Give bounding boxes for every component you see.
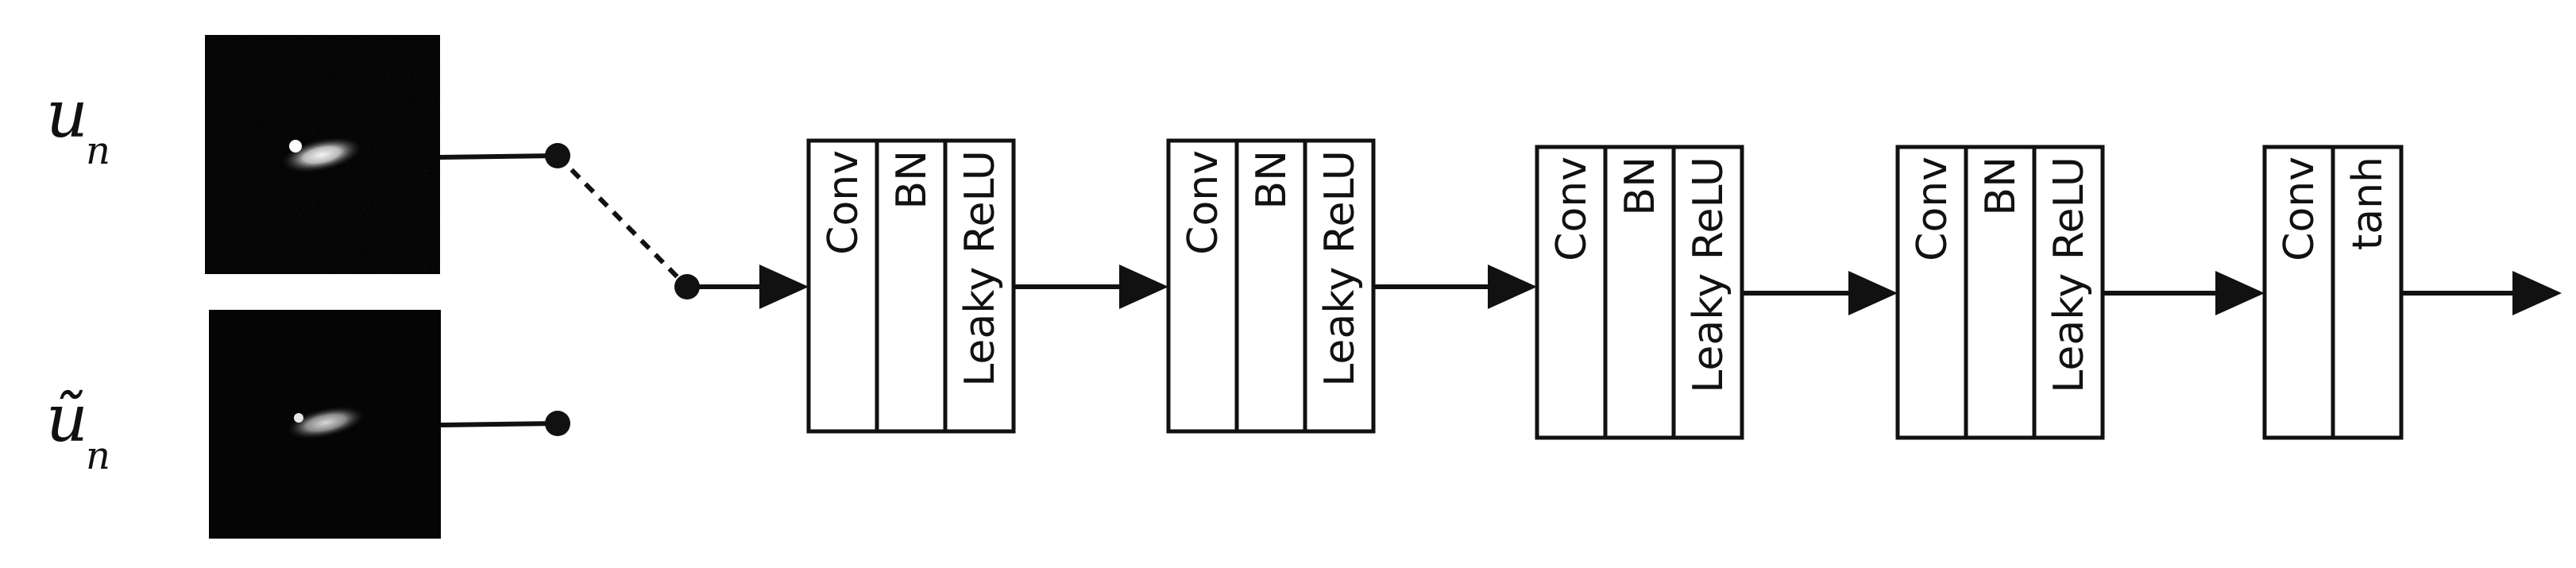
layer-cell: [1234, 138, 1307, 434]
network-arrows: [687, 265, 2562, 315]
layer-label: Conv: [2276, 156, 2323, 261]
input-image-noisy: [205, 35, 440, 274]
layer-cell: [2331, 145, 2404, 440]
input-subscript: n: [86, 434, 110, 478]
arrow-block-2-to-block-3: [1373, 265, 1537, 309]
layer-cell: [875, 138, 948, 434]
arrow-block-3-to-block-4: [1742, 271, 1898, 315]
input-symbol: ũ: [46, 381, 88, 457]
block-2: Conv BN Leaky ReLU: [1166, 138, 1376, 434]
layer-label: Conv: [1180, 150, 1227, 255]
arrow-block-4-to-block-5: [2103, 271, 2265, 315]
layer-label: BN: [1616, 156, 1664, 216]
arrow-head: [1848, 271, 1898, 315]
layer-label: BN: [1977, 156, 2025, 216]
layer-label: Conv: [820, 150, 867, 255]
network-blocks: Conv BN Leaky ReLU Conv BN Leaky ReLU Conv BN Le…: [806, 138, 2404, 440]
layer-cell: [1603, 145, 1676, 440]
arrow-head: [759, 265, 809, 309]
block-3: Conv BN Leaky ReLU: [1535, 145, 1744, 440]
layer-label: Conv: [1909, 156, 1956, 261]
arrow-output: [2401, 271, 2562, 315]
block-4: Conv BN Leaky ReLU: [1895, 145, 2105, 440]
arrow-head: [2215, 271, 2265, 315]
switch-node-bottom: [545, 411, 570, 436]
input-label-u-tilde-n: ũ n: [46, 381, 110, 478]
layer-label: BN: [888, 150, 936, 210]
arrow-head: [1119, 265, 1168, 309]
block-1: Conv BN Leaky ReLU: [806, 138, 1016, 434]
layer-cell: [2032, 145, 2105, 440]
layer-label: BN: [1248, 150, 1296, 210]
arrow-head: [2512, 271, 2562, 315]
layer-label: Leaky ReLU: [1685, 156, 1732, 393]
layer-cell: [943, 138, 1016, 434]
layer-label: Conv: [1548, 156, 1596, 261]
arrow-block-1-to-block-2: [1014, 265, 1168, 309]
layer-cell: [1303, 138, 1376, 434]
layer-cell: [806, 138, 879, 434]
layer-label: Leaky ReLU: [956, 150, 1004, 387]
layer-label: tanh: [2344, 156, 2392, 250]
layer-cell: [2262, 145, 2335, 440]
arrow-head: [1488, 265, 1537, 309]
input-image-clean: [209, 310, 441, 539]
arrow-input-to-block-1: [687, 265, 809, 309]
input-label-u-n: u n: [46, 77, 110, 173]
layer-label: Leaky ReLU: [2045, 156, 2093, 393]
block-5: Conv tanh: [2262, 145, 2404, 440]
input-symbol: u: [46, 77, 88, 153]
layer-cell: [1964, 145, 2037, 440]
layer-cell: [1895, 145, 1968, 440]
input-switch: [439, 143, 700, 436]
switch-dashed-link: [555, 153, 689, 289]
input-subscript: n: [86, 129, 110, 173]
layer-label: Leaky ReLU: [1316, 150, 1364, 387]
